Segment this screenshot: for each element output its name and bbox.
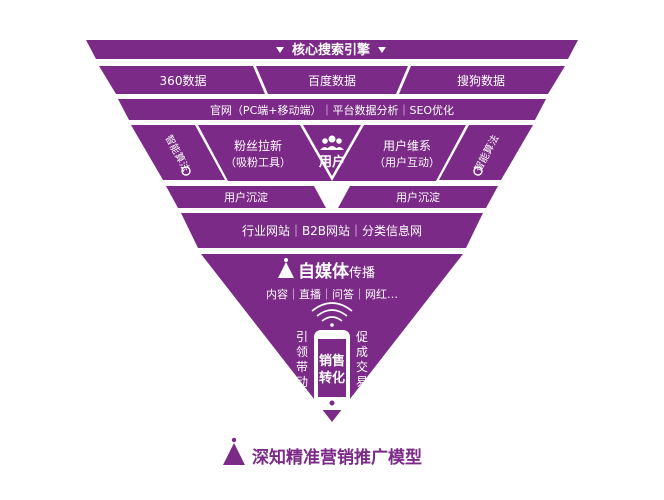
row4-center-triangle: [303, 125, 361, 176]
svg-text:成: 成: [356, 345, 368, 359]
right-vertical-text: 促 成 交 易: [356, 330, 368, 389]
row4-left-side-band: [131, 125, 225, 180]
row4-right-side-band: [439, 125, 533, 180]
row2-center-band: [256, 66, 408, 94]
row4-left-gear-icon: [181, 166, 191, 176]
caption-marker-icon: [223, 443, 245, 465]
row5-left-band: [166, 186, 326, 208]
row4-center-label: 用户: [318, 154, 345, 170]
caption-marker-dot-icon: [231, 437, 237, 443]
phone-line1: 销售: [319, 353, 345, 369]
row3-label: 官网（PC端+移动端）｜平台数据分析｜SEO优化: [210, 103, 454, 117]
phone-screen: [318, 339, 346, 397]
bottom-subtitle: 内容｜直播｜问答｜网红…: [266, 287, 398, 301]
row5-left-label: 用户沉淀: [224, 190, 268, 204]
row4-right-band: [332, 125, 466, 181]
row2-left-band: [99, 66, 265, 94]
row2-left-label: 360数据: [160, 73, 207, 88]
row2-right-label: 搜狗数据: [457, 73, 505, 88]
row1-marker-right-icon: [378, 47, 386, 53]
row6-label: 行业网站｜B2B网站｜分类信息网: [242, 223, 422, 238]
row1-marker-left-icon: [276, 47, 284, 53]
svg-text:引: 引: [296, 330, 308, 344]
bottom-marker-icon: [278, 262, 294, 278]
svg-text:促: 促: [356, 330, 368, 344]
signal-icon: [311, 302, 353, 327]
row1-band: [86, 40, 578, 59]
svg-text:交: 交: [356, 359, 368, 374]
row4-right-line1: 用户维系: [383, 138, 431, 153]
svg-text:领: 领: [296, 345, 308, 359]
row2-center-label: 百度数据: [308, 73, 356, 88]
svg-text:易: 易: [356, 375, 368, 389]
phone-home-button: [329, 400, 335, 406]
phone-line2: 转化: [319, 370, 345, 386]
row4-left-line1: 粉丝拉新: [234, 138, 282, 153]
row6-band: [181, 213, 483, 248]
bottom-marker-dot-icon: [284, 258, 288, 262]
left-vertical-text: 引 领 带 动: [296, 330, 308, 389]
svg-text:动: 动: [296, 375, 308, 389]
row3-band: [118, 99, 546, 120]
row4-right-line2: （用户互动）: [374, 155, 440, 169]
row4-left-band: [198, 125, 332, 181]
svg-text:带: 带: [296, 360, 308, 374]
row2-right-band: [399, 66, 565, 94]
row1-title: 核心搜索引擎: [292, 42, 370, 58]
caption: 深知精准营销推广模型: [252, 447, 422, 468]
bottom-title: 自媒体传播: [298, 261, 375, 282]
row5-right-band: [338, 186, 498, 208]
users-icon: [320, 135, 344, 150]
row5-right-label: 用户沉淀: [396, 190, 440, 204]
row4-right-gear-icon: [473, 166, 483, 176]
row4-left-line2: （吸粉工具）: [225, 156, 291, 169]
